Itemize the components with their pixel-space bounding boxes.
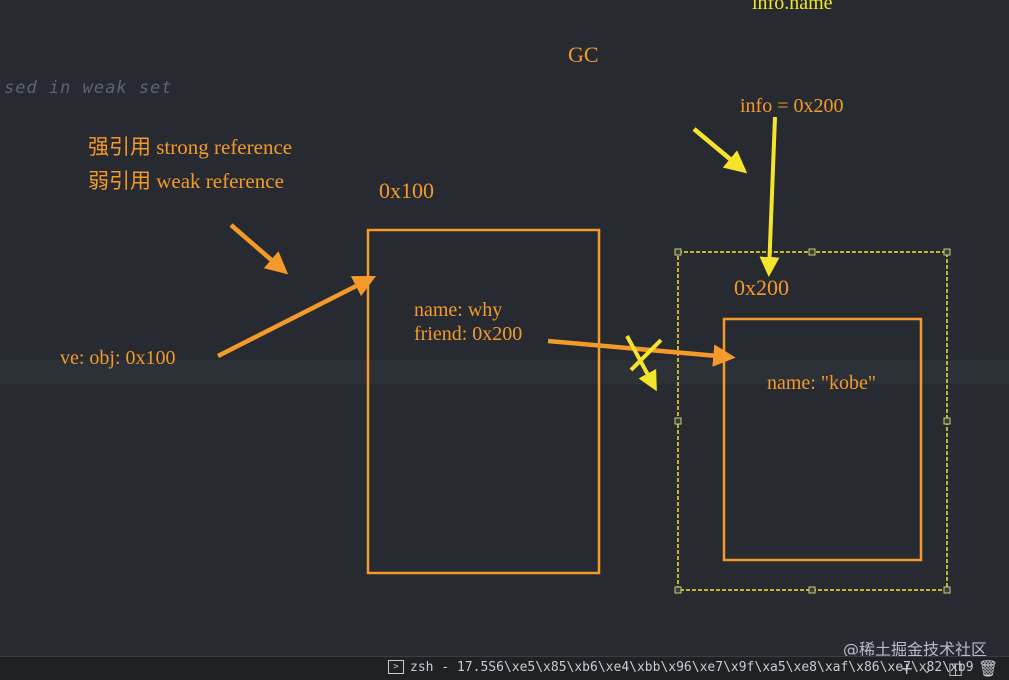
object1-friend: friend: 0x200 [414,323,523,345]
obj-variable: ve: obj: 0x100 [60,347,176,369]
object2-name: name: "kobe" [767,372,877,394]
friend-reference-arrow [547,338,736,367]
object1-name: name: why [414,299,503,321]
chevron-down-icon[interactable]: ⌄ [922,662,933,676]
editor-line-highlight [0,360,1009,384]
object1-address: 0x100 [379,178,434,203]
watermark: @稀土掘金技术社区 [842,640,987,659]
code-comment: sed in weak set [4,78,173,98]
legend-strong-en: strong reference [156,135,293,159]
info-reference-arrow [759,116,780,277]
object1-content: name: why friend: 0x200 [414,298,522,346]
weak-legend-arrow [692,127,748,174]
split-icon[interactable]: ◫ [948,659,964,678]
selection-handles[interactable] [674,248,951,594]
gc-label: GC [568,42,599,67]
plus-icon[interactable]: + [900,659,914,678]
status-bar [0,656,1009,680]
trash-icon[interactable]: 🗑 [978,659,999,678]
strong-legend-arrow [229,223,289,275]
legend: 强引用 strong reference 弱引用 weak reference [88,130,292,198]
legend-weak: 弱引用 weak reference [88,164,292,198]
gc-cross-mark [629,338,663,372]
legend-strong: 强引用 strong reference [88,130,292,164]
legend-strong-cn: 强引用 [88,135,151,159]
terminal-tab[interactable]: zsh - 17.5S6\xe5\x85\xb6\xe4\xbb\x96\xe7… [410,660,974,675]
obj-reference-arrow [216,275,377,359]
legend-weak-en: weak reference [156,169,284,193]
object2-selection-frame[interactable] [677,251,948,591]
legend-weak-cn: 弱引用 [88,169,151,193]
terminal-icon[interactable]: > [388,660,404,674]
object1-box [366,228,601,575]
object2-address: 0x200 [734,275,789,300]
info-variable: info = 0x200 [740,95,844,117]
info-name-label: info.name [752,0,833,14]
object2-box [722,317,923,562]
